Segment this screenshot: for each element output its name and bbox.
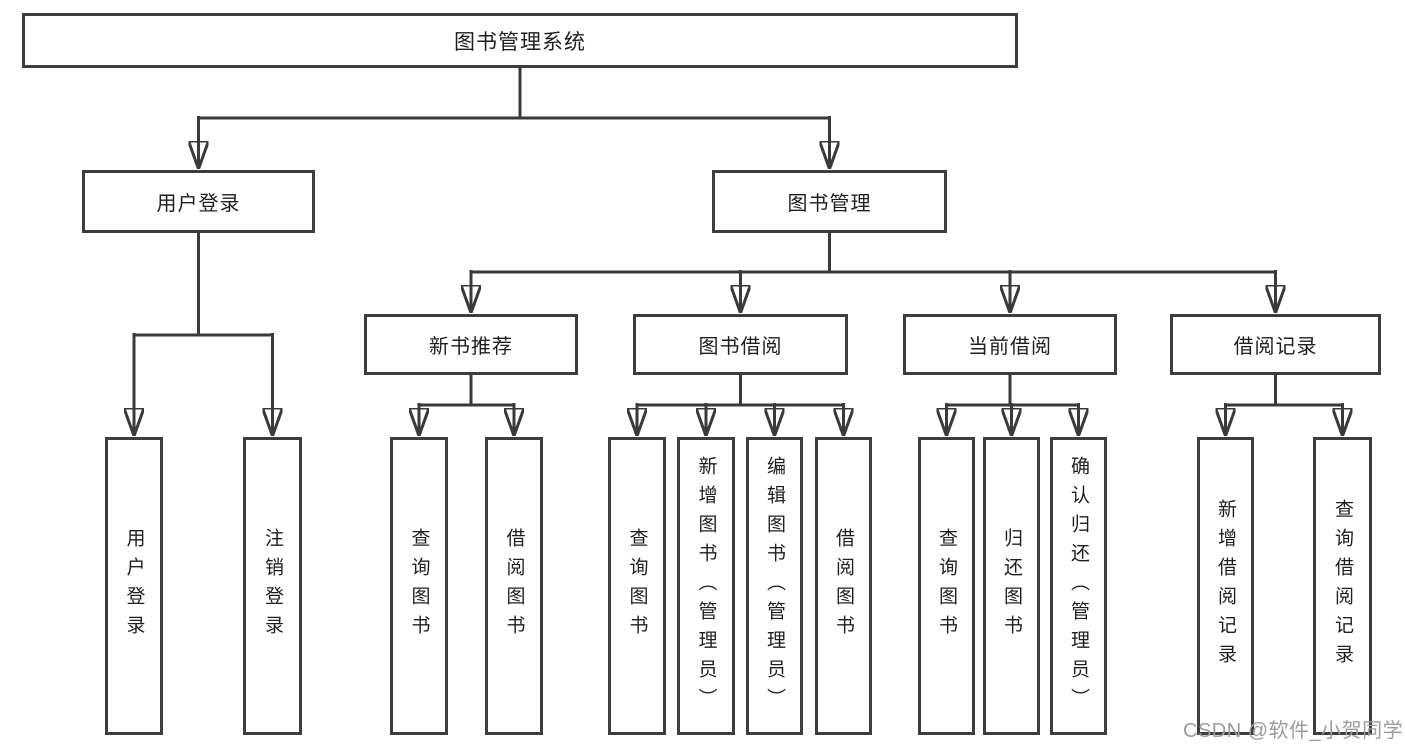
node-label: 借阅图书 (833, 528, 854, 644)
node-label: 编辑图书（管理员） (764, 455, 785, 717)
node-label: 用户登录 (123, 528, 145, 644)
leaf-borrow-query-books: 查询图书 (608, 437, 666, 735)
leaf-current-query-books: 查询图书 (918, 437, 975, 735)
leaf-borrow-borrow-books: 借阅图书 (815, 437, 872, 735)
node-label: 查询图书 (626, 528, 648, 644)
connector-root-stem (198, 68, 830, 120)
node-label: 新书推荐 (429, 336, 513, 358)
node-label: 查询借阅记录 (1332, 499, 1353, 673)
node-label: 图书借阅 (698, 336, 783, 358)
node-system-root: 图书管理系统 (22, 13, 1018, 68)
node-book-borrow: 图书借阅 (633, 314, 848, 375)
leaf-records-add-record: 新增借阅记录 (1197, 437, 1254, 735)
node-label: 新增图书（管理员） (695, 455, 717, 717)
node-book-management: 图书管理 (712, 170, 947, 233)
node-label: 图书管理系统 (454, 30, 586, 54)
connector-records-stem (1225, 375, 1343, 407)
connector-user-login-stem (134, 233, 273, 337)
node-label: 用户登录 (156, 193, 241, 215)
leaf-user-login: 用户登录 (105, 437, 163, 735)
node-user-login: 用户登录 (82, 170, 315, 233)
node-label: 注销登录 (262, 528, 283, 644)
leaf-borrow-edit-books-admin: 编辑图书（管理员） (746, 437, 803, 735)
node-label: 新增借阅记录 (1215, 499, 1236, 673)
node-new-book-recommend: 新书推荐 (364, 314, 578, 375)
connector-recommend-stem (419, 375, 514, 407)
node-label: 当前借阅 (968, 336, 1052, 358)
leaf-records-query-record: 查询借阅记录 (1313, 437, 1372, 735)
leaf-recommend-borrow-books: 借阅图书 (485, 437, 543, 735)
connector-borrow-stem (637, 375, 844, 407)
connector-book-management-stem (471, 233, 1276, 274)
node-label: 借阅记录 (1233, 336, 1318, 358)
node-borrow-records: 借阅记录 (1170, 314, 1381, 375)
node-label: 确认归还（管理员） (1068, 455, 1089, 717)
node-label: 借阅图书 (503, 528, 525, 644)
node-current-borrow: 当前借阅 (903, 314, 1117, 375)
node-label: 图书管理 (787, 193, 872, 215)
node-label: 查询图书 (408, 528, 430, 644)
leaf-logout: 注销登录 (243, 437, 302, 735)
node-label: 归还图书 (1001, 528, 1022, 644)
connector-current-stem (946, 375, 1079, 407)
leaf-current-return-books: 归还图书 (983, 437, 1040, 735)
node-label: 查询图书 (936, 528, 957, 644)
leaf-current-confirm-return-admin: 确认归还（管理员） (1050, 437, 1107, 735)
leaf-borrow-add-books-admin: 新增图书（管理员） (677, 437, 735, 735)
watermark: CSDN @软件_小贺同学 (1183, 720, 1404, 742)
leaf-recommend-query-books: 查询图书 (390, 437, 448, 735)
